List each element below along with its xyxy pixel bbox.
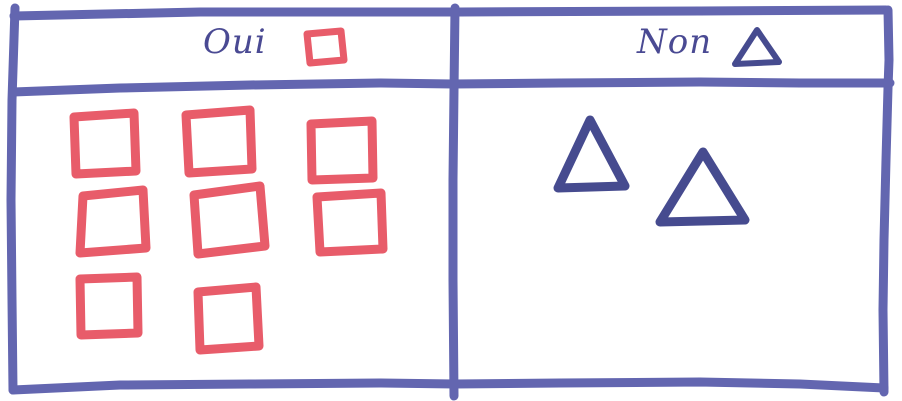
header-label-oui: Oui <box>203 22 267 62</box>
square-shape <box>69 108 141 179</box>
triangle-shape <box>655 147 750 227</box>
square-shape <box>75 185 151 258</box>
frame-left-border <box>6 3 20 395</box>
header-icons <box>303 27 782 67</box>
square-shape <box>189 181 270 259</box>
frame-top-border <box>9 5 891 21</box>
square-shape <box>312 188 388 257</box>
oui-cell-shapes <box>69 105 388 355</box>
header-label-non: Non <box>637 22 713 62</box>
table-frame <box>6 3 895 401</box>
triangle-icon <box>732 27 782 67</box>
column-divider <box>448 3 460 401</box>
square-shape <box>181 105 257 178</box>
non-cell-shapes <box>553 115 750 227</box>
square-shape <box>193 282 264 355</box>
triangle-shape <box>553 115 630 193</box>
frame-bottom-border <box>8 377 889 395</box>
square-shape <box>75 272 143 340</box>
square-icon <box>303 27 348 67</box>
frame-right-border <box>878 5 894 397</box>
square-shape <box>306 116 378 185</box>
